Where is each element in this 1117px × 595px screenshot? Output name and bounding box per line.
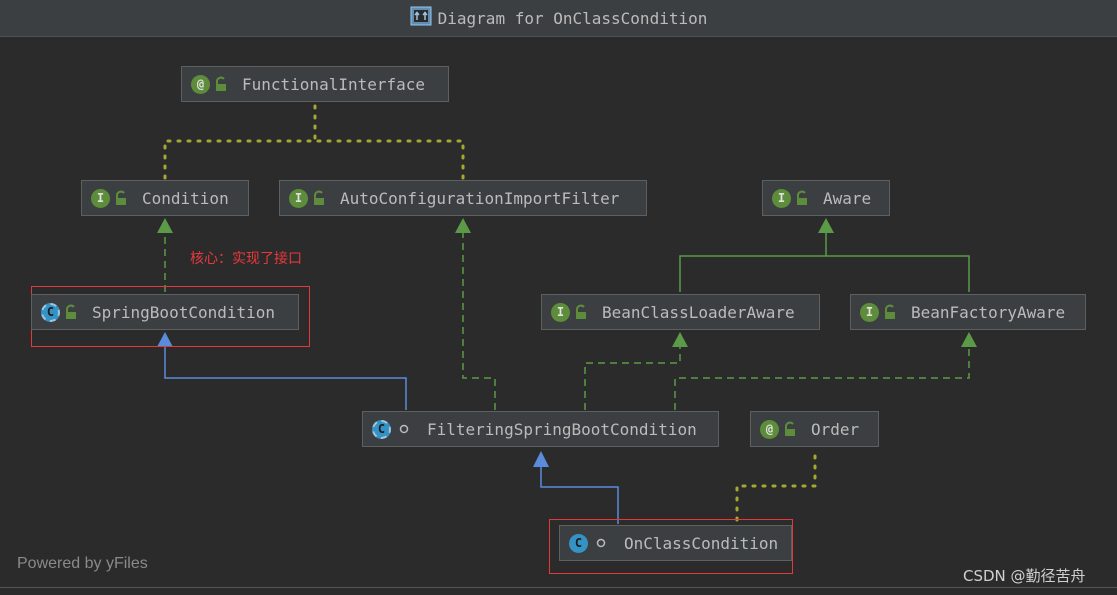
- node-label: BeanFactoryAware: [911, 302, 1066, 322]
- diagram-canvas[interactable]: 核心：实现了接口 @ FunctionalInterface I Conditi…: [0, 37, 1117, 587]
- interface-icon: I: [551, 302, 570, 322]
- node-bean-factory-aware[interactable]: I BeanFactoryAware: [850, 294, 1086, 330]
- abstract-class-icon: C: [41, 302, 60, 322]
- interface-icon: I: [91, 188, 110, 208]
- node-label: FunctionalInterface: [242, 74, 426, 94]
- edge-filtering-extends-springboot: [164, 343, 407, 410]
- diagram-icon: [410, 6, 432, 30]
- node-condition[interactable]: I Condition: [81, 180, 249, 216]
- arrow-condition: [157, 218, 173, 233]
- node-bean-class-loader-aware[interactable]: I BeanClassLoaderAware: [541, 294, 820, 330]
- diagram-title: Diagram for OnClassCondition: [437, 8, 708, 28]
- package-private-icon: [596, 534, 612, 552]
- arrow-aware: [818, 218, 834, 233]
- edge-onclass-to-order: [735, 446, 817, 522]
- implements-edges: [164, 230, 970, 410]
- public-lock-icon: [214, 75, 230, 93]
- arrow-springbootcondition: [157, 332, 173, 347]
- annotation-type-icon: @: [760, 419, 779, 439]
- interface-extends-edges: [679, 230, 970, 292]
- public-lock-icon: [783, 420, 799, 438]
- node-filtering-spring-boot-condition[interactable]: C FilteringSpringBootCondition: [362, 411, 719, 447]
- class-extends-edges: [164, 343, 619, 524]
- core-note: 核心：实现了接口: [190, 251, 302, 267]
- node-label: SpringBootCondition: [92, 302, 276, 322]
- node-order[interactable]: @ Order: [750, 411, 879, 447]
- annotation-type-icon: @: [191, 74, 210, 94]
- abstract-class-icon: C: [372, 419, 391, 439]
- editor-bottom-strip: [0, 587, 1117, 595]
- diagram-edges: [157, 104, 977, 524]
- edge-beanfactoryaware-extends-aware: [826, 255, 970, 292]
- interface-icon: I: [289, 188, 308, 208]
- node-label: Order: [811, 419, 860, 439]
- public-lock-icon: [795, 189, 811, 207]
- annotation-edges: [163, 104, 817, 522]
- diagram-titlebar: Diagram for OnClassCondition: [0, 0, 1117, 37]
- interface-icon: I: [772, 188, 791, 208]
- edge-filtering-implements-autofilter: [462, 230, 496, 410]
- public-lock-icon: [114, 189, 130, 207]
- node-label: FilteringSpringBootCondition: [427, 419, 697, 439]
- edge-filtering-implements-beanclassloaderaware: [584, 344, 681, 410]
- csdn-watermark: CSDN @勤径苦舟: [963, 567, 1086, 585]
- arrow-filteringspringbootcondition: [533, 451, 549, 467]
- arrowheads: [157, 218, 977, 467]
- highlight-onclasscondition: [549, 519, 793, 574]
- node-aware[interactable]: I Aware: [762, 180, 890, 216]
- edge-condition-to-functional-interface: [163, 104, 317, 180]
- package-private-icon: [399, 420, 415, 438]
- arrow-beanfactoryaware: [961, 332, 977, 347]
- edge-autofilter-to-functional-interface: [313, 139, 465, 180]
- edge-filtering-implements-beanfactoryaware: [674, 344, 970, 410]
- node-label: AutoConfigurationImportFilter: [340, 188, 620, 208]
- node-label: OnClassCondition: [624, 533, 779, 553]
- node-on-class-condition[interactable]: C OnClassCondition: [559, 525, 792, 561]
- node-label: Condition: [142, 188, 229, 208]
- powered-by-label: Powered by yFiles: [17, 555, 148, 572]
- class-icon: C: [569, 533, 588, 553]
- node-label: Aware: [823, 188, 872, 208]
- node-functional-interface[interactable]: @ FunctionalInterface: [181, 66, 449, 102]
- node-spring-boot-condition[interactable]: C SpringBootCondition: [31, 294, 299, 330]
- public-lock-icon: [64, 303, 80, 321]
- node-label: BeanClassLoaderAware: [602, 302, 795, 322]
- node-auto-configuration-import-filter[interactable]: I AutoConfigurationImportFilter: [279, 180, 647, 216]
- public-lock-icon: [312, 189, 328, 207]
- edge-onclass-extends-filtering: [540, 465, 619, 524]
- interface-icon: I: [860, 302, 879, 322]
- arrow-autofilter: [455, 218, 471, 233]
- public-lock-icon: [883, 303, 899, 321]
- public-lock-icon: [574, 303, 590, 321]
- arrow-beanclassloaderaware: [672, 332, 688, 347]
- edge-beanclassloaderaware-extends-aware: [679, 230, 827, 292]
